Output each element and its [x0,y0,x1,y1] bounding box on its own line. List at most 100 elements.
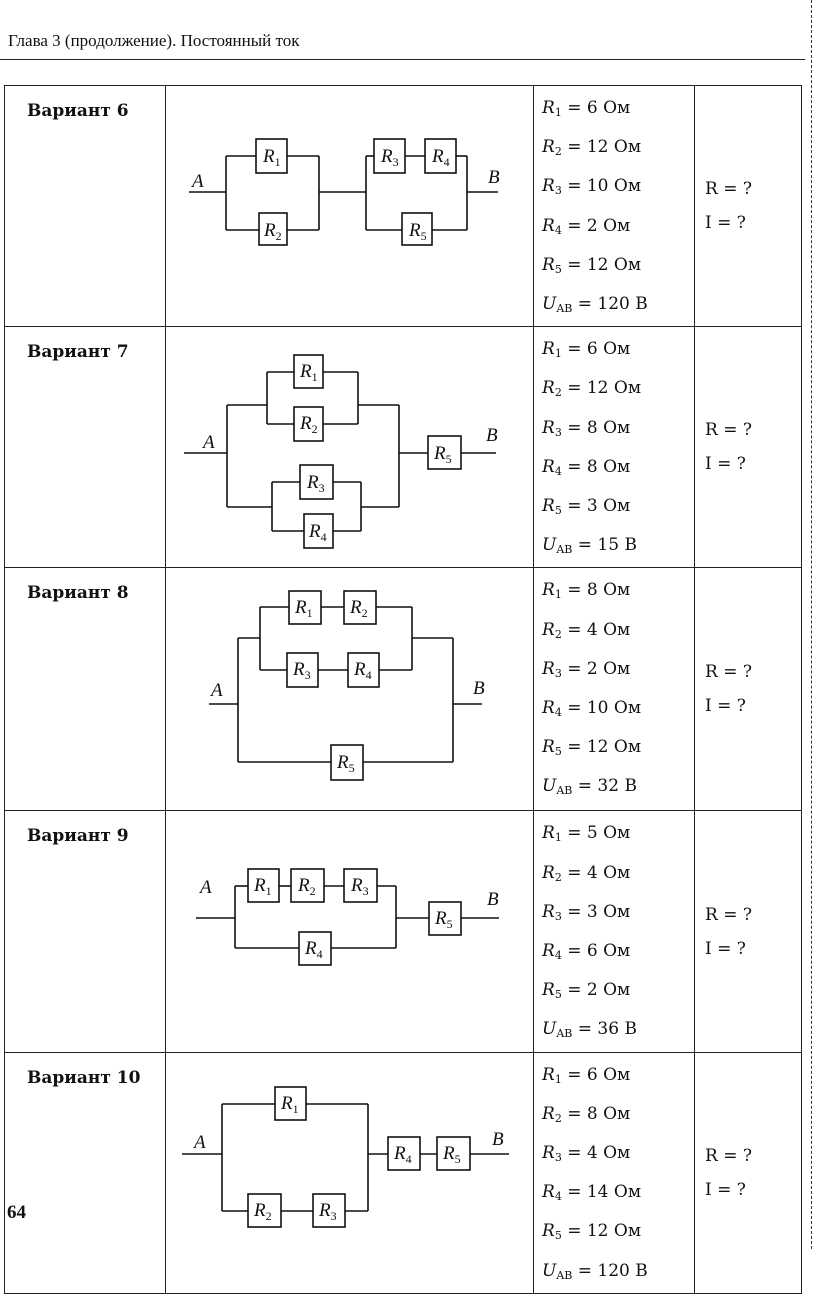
given-value: R5 = 3 Ом [542,496,631,518]
given-value: R2 = 12 Ом [542,137,642,159]
resistor-r4-label: R4 [431,146,450,169]
circuit-diagram: R1 R2 R3 R4 R5 A B [196,868,499,967]
resistor-r2-label: R2 [299,413,318,436]
page-number: 64 [7,1202,26,1223]
given-value: R1 = 6 Ом [542,339,631,361]
resistor-r4-label: R4 [308,521,327,544]
circuit-diagram: R1 R2 R3 R4 R5 A B [184,354,498,550]
resistor-r5-label: R5 [434,908,453,931]
given-value: R2 = 8 Ом [542,1103,631,1125]
variant-title-cell: Вариант 6 [4,84,166,328]
resistor-r4 [347,652,380,689]
unknown-quantity: I = ? [705,213,746,234]
given-value: R3 = 3 Ом [542,901,631,923]
node-b-label: B [487,889,499,910]
resistor-r1 [288,590,322,626]
resistor-r4 [387,1135,421,1171]
given-value: R1 = 6 Ом [542,98,631,119]
given-value: R5 = 2 Ом [542,980,631,1002]
variant-title: Вариант 7 [27,342,129,363]
node-b-label: B [486,425,498,446]
variant-title: Вариант 6 [27,101,129,121]
find-cell: R = ?I = ? [694,326,802,569]
given-value: R3 = 2 Ом [542,658,631,680]
find-list: R = ? I = ? [695,1139,801,1207]
find-cell: R = ?I = ? [694,810,802,1053]
header-rule [0,59,805,60]
unknown-quantity: I = ? [705,696,746,717]
given-value: R4 = 8 Ом [542,456,631,478]
given-value: R1 = 6 Ом [542,1064,631,1086]
find-cell: R = ?I = ? [694,84,802,328]
unknown-quantity: R = ? [705,662,752,683]
resistor-r5 [428,901,462,937]
resistor-r3-label: R3 [350,875,369,898]
variant-title: Вариант 9 [27,826,129,847]
given-value: R4 = 6 Ом [542,941,631,963]
circuit-diagram-cell: R1 R2 R3 R4 R5 A B [165,326,534,569]
cut-line [811,0,812,1249]
resistor-r2 [258,212,288,246]
resistor-r3 [299,464,334,501]
resistor-r4 [298,931,332,967]
given-value: UAB = 36 В [542,1019,637,1041]
resistor-r1-label: R1 [280,1093,299,1116]
resistor-r2 [247,1192,282,1228]
resistor-r3-label: R3 [380,146,399,169]
resistor-r3 [286,652,319,689]
resistor-r3-label: R3 [306,472,325,495]
resistor-r5 [436,1135,471,1171]
unknown-quantity: I = ? [705,454,746,475]
resistor-r1 [247,868,280,904]
node-a-label: A [190,171,204,192]
resistor-r2 [343,590,377,626]
find-list: R = ?I = ? [695,172,801,240]
resistor-r5 [330,744,364,782]
resistor-r3-label: R3 [318,1200,337,1223]
variant-title-cell: Вариант 8 [4,567,166,812]
find-cell: R = ? I = ? [694,1051,802,1294]
circuit-diagram-cell: R1 R2 R3 R4 R5 A B [165,810,534,1053]
variant-title: Вариант 8 [27,583,129,604]
variants-table: Вариант 6 [4,84,802,1294]
unknown-quantity: I = ? [705,1179,746,1200]
circuit-diagram: R1 R2 R3 R4 R5 A B [209,590,485,782]
given-value: R4 = 10 Ом [542,698,642,720]
running-head: Глава 3 (продолжение). Постоянный ток [8,31,300,50]
resistor-r3 [373,138,406,174]
variant-row: Вариант 10 R1 R [4,1051,802,1294]
given-value: R4 = 14 Ом [542,1182,642,1204]
resistor-r2-label: R2 [349,597,368,620]
resistor-r5-label: R5 [442,1143,461,1166]
given-value: UAB = 15 В [542,535,637,557]
given-value: R5 = 12 Ом [542,737,642,759]
resistor-r1 [255,138,288,174]
resistor-r2 [290,868,325,904]
given-value: R2 = 12 Ом [542,378,642,400]
variant-title-cell: Вариант 10 [4,1051,166,1294]
circuit-diagram: R1 R2 R3 R4 R5 A B [182,1085,509,1228]
given-value: R3 = 4 Ом [542,1143,631,1165]
node-b-label: B [473,678,485,699]
circuit-diagram: R1 R2 R3 R4 R5 A B [189,138,500,246]
resistor-r1-label: R1 [299,361,318,384]
variant-title-cell: Вариант 9 [4,810,166,1053]
node-a-label: A [192,1132,206,1153]
resistor-r5 [427,435,462,471]
resistor-r5-label: R5 [408,220,427,243]
unknown-quantity: R = ? [705,1145,752,1166]
resistor-r4 [303,513,334,550]
variant-row: Вариант 9 R1 R2 [4,810,802,1053]
find-list: R = ? I = ? [695,655,801,723]
unknown-quantity: R = ? [705,904,752,925]
find-list: R = ?I = ? [695,898,801,966]
given-value: R2 = 4 Ом [542,862,631,884]
